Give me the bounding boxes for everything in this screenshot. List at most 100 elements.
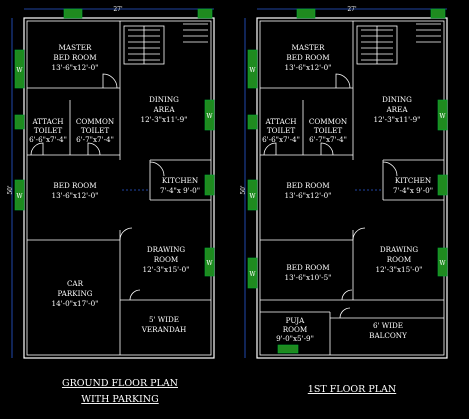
svg-text:W: W xyxy=(16,193,23,200)
door-swing xyxy=(320,142,334,156)
svg-text:MASTER: MASTER xyxy=(59,43,93,52)
svg-text:12'-3"x15'-0": 12'-3"x15'-0" xyxy=(376,265,423,274)
svg-text:13'-6"x12'-0": 13'-6"x12'-0" xyxy=(285,191,332,200)
svg-text:6'-6"x7'-4": 6'-6"x7'-4" xyxy=(29,135,67,144)
svg-text:ATTACH: ATTACH xyxy=(264,117,296,126)
svg-text:BALCONY: BALCONY xyxy=(369,331,407,340)
svg-text:COMMON: COMMON xyxy=(309,117,347,126)
svg-text:14'-0"x17'-0": 14'-0"x17'-0" xyxy=(52,299,99,308)
window-icon xyxy=(204,247,215,277)
svg-text:BED ROOM: BED ROOM xyxy=(286,263,329,272)
room-label-bedroom: BED ROOM 13'-6"x12'-0" xyxy=(52,181,99,200)
door-swing xyxy=(341,289,353,301)
room-label-drawing-room: DRAWING ROOM 12'-3"x15'-0" xyxy=(143,245,190,274)
top-dimension-label: 27' xyxy=(113,6,123,13)
room-label-attach-toilet: ATTACH TOILET 6'-6"x7'-4" xyxy=(262,117,300,144)
window-icon xyxy=(247,179,258,211)
svg-text:COMMON: COMMON xyxy=(76,117,114,126)
window-icon xyxy=(247,49,258,89)
door-swing xyxy=(149,161,165,177)
door-swing xyxy=(119,227,133,241)
room-label-bedroom-2: BED ROOM 13'-6"x10'-5" xyxy=(285,263,332,282)
room-label-car-parking: CAR PARKING 14'-0"x17'-0" xyxy=(52,279,99,308)
svg-text:BED ROOM: BED ROOM xyxy=(53,53,96,62)
svg-text:W: W xyxy=(16,67,23,74)
window-icon xyxy=(204,99,215,131)
door-swing xyxy=(87,142,101,156)
svg-text:W: W xyxy=(206,113,213,120)
svg-text:12'-3"x15'-0": 12'-3"x15'-0" xyxy=(143,265,190,274)
window-icon xyxy=(430,8,446,19)
svg-text:ROOM: ROOM xyxy=(283,325,308,334)
svg-text:ROOM: ROOM xyxy=(387,255,412,264)
room-label-kitchen: KITCHEN 7'-4"x 9'-0" xyxy=(393,176,433,195)
window-icon xyxy=(14,49,25,89)
room-label-verandah: 5' WIDE VERANDAH xyxy=(141,315,187,334)
svg-text:AREA: AREA xyxy=(152,105,175,114)
svg-text:W: W xyxy=(206,260,213,267)
window-icon xyxy=(197,8,213,19)
staircase xyxy=(356,23,441,65)
svg-text:W: W xyxy=(439,260,446,267)
room-label-bedroom: BED ROOM 13'-6"x12'-0" xyxy=(285,181,332,200)
door-swing xyxy=(102,73,118,89)
window-icon xyxy=(437,99,448,131)
left-dimension-label: 50' xyxy=(7,185,14,195)
svg-text:AREA: AREA xyxy=(385,105,408,114)
staircase xyxy=(123,23,208,65)
svg-text:13'-6"x12'-0": 13'-6"x12'-0" xyxy=(52,63,99,72)
svg-text:WITH PARKING: WITH PARKING xyxy=(81,394,158,405)
svg-text:VERANDAH: VERANDAH xyxy=(141,325,187,334)
room-label-dining-area: DINING AREA 12'-3"x11'-9" xyxy=(374,95,421,124)
svg-text:5' WIDE: 5' WIDE xyxy=(149,315,179,324)
svg-text:6'-7"x7'-4": 6'-7"x7'-4" xyxy=(76,135,114,144)
svg-text:MASTER: MASTER xyxy=(292,43,326,52)
room-label-puja-room: PUJA ROOM 9'-0"x5'-9" xyxy=(276,316,314,343)
svg-text:TOILET: TOILET xyxy=(267,126,296,135)
room-label-attach-toilet: ATTACH TOILET 6'-6"x7'-4" xyxy=(29,117,67,144)
door-swing xyxy=(263,142,277,156)
window-icon xyxy=(296,8,316,19)
svg-text:PARKING: PARKING xyxy=(57,289,92,298)
svg-text:6' WIDE: 6' WIDE xyxy=(373,321,403,330)
svg-text:7'-4"x 9'-0": 7'-4"x 9'-0" xyxy=(160,186,200,195)
svg-text:PUJA: PUJA xyxy=(286,316,305,325)
room-label-master-bedroom: MASTER BED ROOM 13'-6"x12'-0" xyxy=(52,43,99,72)
svg-text:BED ROOM: BED ROOM xyxy=(53,181,96,190)
svg-text:ROOM: ROOM xyxy=(154,255,179,264)
svg-text:13'-6"x10'-5": 13'-6"x10'-5" xyxy=(285,273,332,282)
svg-text:CAR: CAR xyxy=(67,279,84,288)
room-label-dining-area: DINING AREA 12'-3"x11'-9" xyxy=(141,95,188,124)
window-icon xyxy=(204,174,215,196)
svg-text:DRAWING: DRAWING xyxy=(380,245,419,254)
svg-text:BED ROOM: BED ROOM xyxy=(286,181,329,190)
svg-text:W: W xyxy=(249,67,256,74)
svg-text:TOILET: TOILET xyxy=(314,126,343,135)
window-icon xyxy=(63,8,83,19)
door-swing xyxy=(30,142,44,156)
room-label-master-bedroom: MASTER BED ROOM 13'-6"x12'-0" xyxy=(285,43,332,72)
top-dimension-label: 27' xyxy=(347,6,357,13)
first-floor-plan: 27' 50' xyxy=(240,6,448,395)
svg-text:13'-6"x12'-0": 13'-6"x12'-0" xyxy=(52,191,99,200)
first-floor-caption: 1ST FLOOR PLAN xyxy=(308,384,396,395)
left-dimension-label: 50' xyxy=(240,185,247,195)
svg-text:DINING: DINING xyxy=(149,95,179,104)
svg-text:DRAWING: DRAWING xyxy=(147,245,186,254)
svg-text:TOILET: TOILET xyxy=(81,126,110,135)
svg-text:W: W xyxy=(249,193,256,200)
svg-text:W: W xyxy=(439,113,446,120)
window-icon xyxy=(247,114,258,130)
svg-text:GROUND FLOOR PLAN: GROUND FLOOR PLAN xyxy=(62,378,178,389)
ground-floor-plan: 27' 50' xyxy=(7,6,215,405)
ground-floor-caption: GROUND FLOOR PLAN WITH PARKING xyxy=(62,378,178,405)
window-icon xyxy=(247,257,258,289)
svg-text:12'-3"x11'-9": 12'-3"x11'-9" xyxy=(141,115,188,124)
door-swing xyxy=(129,289,141,301)
door-swing xyxy=(335,73,351,89)
room-label-kitchen: KITCHEN 7'-4"x 9'-0" xyxy=(160,176,200,195)
svg-text:W: W xyxy=(249,271,256,278)
svg-text:BED ROOM: BED ROOM xyxy=(286,53,329,62)
svg-text:KITCHEN: KITCHEN xyxy=(395,176,431,185)
